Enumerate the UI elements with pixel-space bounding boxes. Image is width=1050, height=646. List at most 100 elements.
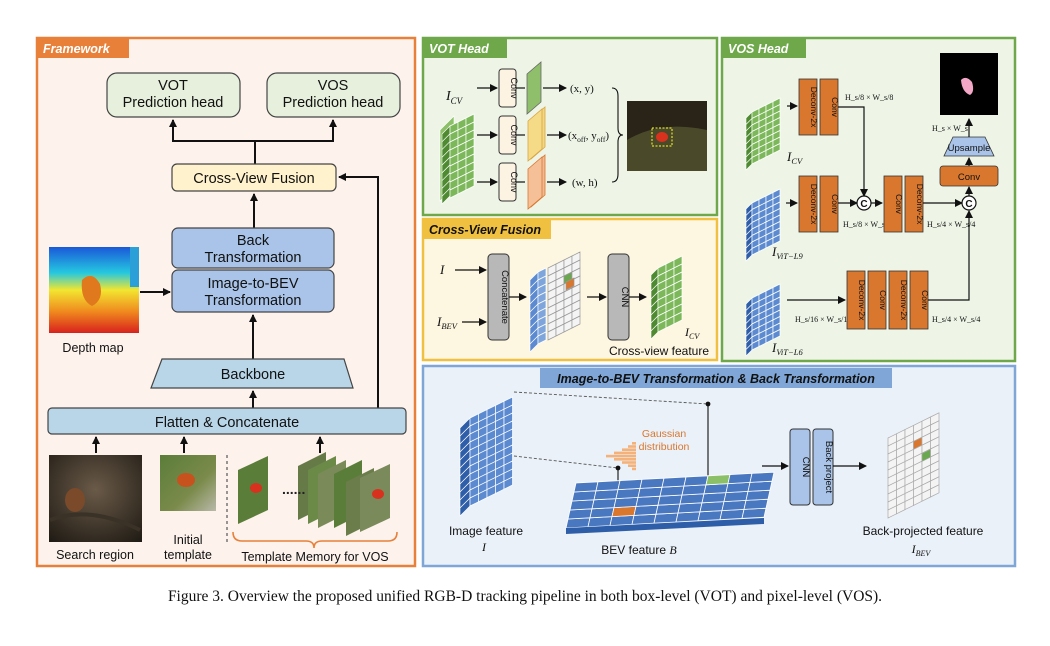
vos-dim-row2: H_s/8 × W_s/8 [843,220,891,229]
template-memory-images [238,452,390,536]
svg-text:C: C [860,199,867,210]
vot-conv-2: Conv [498,115,519,155]
svg-text:Deconv-2x: Deconv-2x [809,87,819,128]
cross-view-title: Cross-View Fusion [429,223,541,237]
vos-dim-row3b: H_s/4 × W_s/4 [932,315,980,324]
svg-text:Conv: Conv [894,194,904,215]
template-dots: ...... [282,481,305,497]
vos-mask-output [940,53,998,115]
vos-head-panel: VOS Head ICV IViT−L9 IViT−L6 Deconv-2x C… [720,36,1017,363]
bev-image-feature-label: Image feature [449,524,523,538]
vos-conv-2: Conv [819,175,840,233]
svg-text:Deconv-2x: Deconv-2x [899,280,909,321]
gaussian-distribution [606,442,636,471]
vos-concat-1: C [856,195,872,211]
cvf-output-symbol: ICV [684,325,700,341]
bev-image-feature [459,396,513,517]
framework-title: Framework [43,42,111,56]
vos-dim-row1: H_s/8 × W_s/8 [845,93,893,102]
depth-map-label: Depth map [62,341,123,355]
vot-output-map-offset [527,106,546,162]
vot-conv-1: Conv [498,68,519,108]
svg-text:Conv: Conv [509,171,519,193]
svg-text:Deconv-2x: Deconv-2x [915,184,925,225]
svg-text:Conv: Conv [509,124,519,146]
vot-output-map-xy [526,61,542,115]
vos-deconv-4: Deconv-2x [846,270,867,330]
cross-view-fusion-box: Cross-View Fusion [171,163,337,192]
svg-text:Conv: Conv [878,290,888,311]
svg-text:Concatenate: Concatenate [499,270,510,324]
vos-concat-2: C [961,195,977,211]
vos-input-vit-l9: IViT−L9 [771,244,803,261]
svg-text:Deconv-2x: Deconv-2x [809,184,819,225]
svg-text:Conv: Conv [830,194,840,215]
vot-output-xy: (x, y) [570,83,594,95]
vos-head-title: VOS Head [728,42,789,56]
bev-panel: Image-to-BEV Transformation & Back Trans… [421,364,1017,568]
bev-back-project-box: Back project [812,428,834,506]
cvf-stacked-feature [529,251,581,353]
search-region-label: Search region [56,548,134,562]
vos-dim-row3: H_s/16 × W_s/16 [795,315,851,324]
vot-head-panel: VOT Head ICV Conv Conv Conv [421,36,719,217]
flatten-concatenate-box: Flatten & Concatenate [47,407,407,435]
svg-text:Conv: Conv [920,290,930,311]
vos-upsample: Upsample [943,136,995,157]
depth-map-image [49,247,139,333]
svg-text:Conv: Conv [509,77,519,99]
bev-feature-label: BEV feature B [601,543,677,557]
vos-deconv-2: Deconv-2x [798,175,819,233]
svg-text:Deconv-2x: Deconv-2x [857,280,867,321]
back-projected-symbol: IBEV [911,542,932,558]
vos-dim-row2b: H_s/4 × W_s/4 [927,220,975,229]
bev-image-feature-symbol: I [481,540,487,554]
cvf-input-i: I [439,262,445,277]
template-memory-label: Template Memory for VOS [241,550,388,564]
vot-output-wh: (w, h) [572,177,598,189]
vos-deconv-5: Deconv-2x [888,270,909,330]
vos-conv-3: Conv [883,175,904,233]
cvf-concatenate-box: Concatenate [487,253,510,341]
vos-conv-1: Conv [819,78,840,136]
vos-conv-5: Conv [867,270,888,330]
vos-dim-full: H_s × W_s [932,124,968,133]
cvf-output-feature [650,255,683,340]
search-region-image [49,455,142,542]
vot-conv-3: Conv [498,162,519,202]
backbone-box: Backbone [150,358,354,389]
cvf-input-bev: IBEV [436,314,459,331]
vos-deconv-1: Deconv-2x [798,78,819,136]
vot-output-map-wh [527,154,546,210]
vos-input-cv: ICV [786,149,804,166]
initial-template-image [160,455,216,511]
vot-result-image [627,101,707,171]
vos-input-vit-l6: IViT−L6 [771,340,803,357]
svg-text:C: C [965,199,972,210]
vot-input-label: ICV [445,89,464,106]
cvf-output-label: Cross-view feature [609,344,709,358]
bev-feature-grid [565,471,775,534]
vos-conv-6: Conv [909,270,930,330]
bev-cnn-box: CNN [789,428,811,506]
back-projected-feature [887,412,940,519]
svg-text:Conv: Conv [830,97,840,118]
backbone-label: Backbone [221,367,286,383]
svg-text:Upsample: Upsample [948,143,991,154]
vot-head-title: VOT Head [429,42,489,56]
bev-panel-title: Image-to-BEV Transformation & Back Trans… [557,372,875,386]
svg-text:Conv: Conv [958,172,980,183]
svg-text:CNN: CNN [800,457,811,478]
cross-view-fusion-panel: Cross-View Fusion I IBEV Concatenate CNN… [421,217,719,362]
vot-feature-grid [439,113,475,205]
